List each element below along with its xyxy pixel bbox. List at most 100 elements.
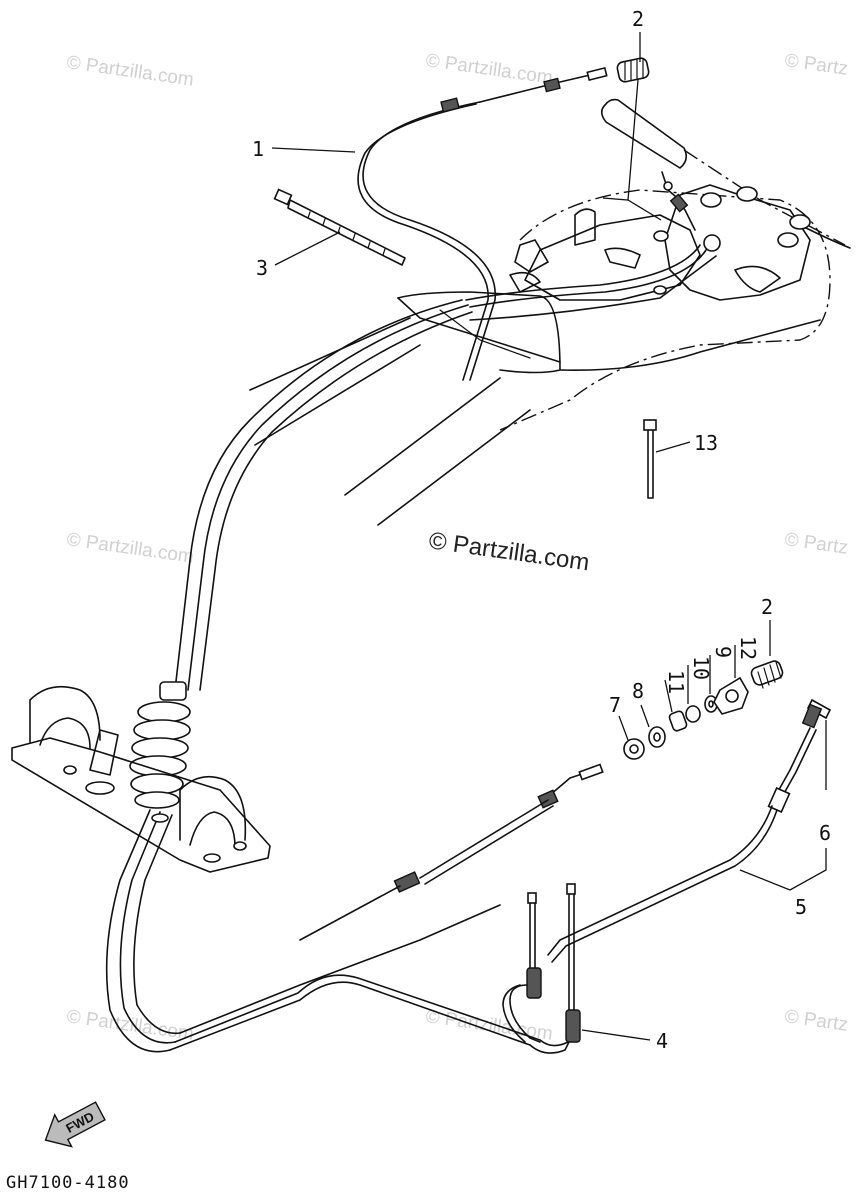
steering-bolt-3 bbox=[789, 214, 811, 230]
part-12-nut-hole bbox=[725, 689, 739, 703]
leader-5 bbox=[739, 869, 791, 891]
part-4-carb-cables bbox=[502, 883, 581, 1043]
small-tie-head bbox=[643, 419, 657, 431]
pedestal-hole-4 bbox=[233, 841, 247, 851]
leader-lines bbox=[271, 32, 827, 1041]
adjuster-body bbox=[616, 57, 650, 83]
callout-9: 9 bbox=[711, 646, 735, 658]
cable-deck-route-3 bbox=[469, 255, 717, 321]
cable-1-end-rod bbox=[479, 74, 591, 103]
watermark-bottom-right: © Partz bbox=[783, 1006, 849, 1036]
lever-bracket-hook bbox=[514, 239, 549, 273]
diagram-code: GH7100-4180 bbox=[6, 1173, 130, 1193]
long-cable-bundle bbox=[105, 299, 576, 1054]
lower-cable-run-2 bbox=[424, 805, 554, 885]
hull-panel-crease bbox=[439, 309, 531, 359]
hull-left-line-2 bbox=[254, 344, 421, 446]
cable-1-fitting bbox=[543, 77, 561, 93]
part-7-washer-hole bbox=[629, 744, 639, 754]
cable-1-upper-loop bbox=[362, 101, 496, 381]
part-3-cable-tie bbox=[273, 188, 406, 266]
carb-cable-left-rod bbox=[529, 902, 536, 971]
watermark-top-left: © Partzilla.com bbox=[65, 52, 195, 91]
fwd-arrow: FWD bbox=[44, 1101, 106, 1148]
pedestal-slot-1 bbox=[85, 781, 115, 795]
boot-ring-6 bbox=[134, 791, 180, 809]
callout-11: 11 bbox=[664, 670, 688, 694]
callout-13: 13 bbox=[694, 431, 718, 455]
part-2-adjuster-lower bbox=[750, 660, 784, 686]
cable-deck-route-2 bbox=[469, 249, 707, 308]
carb-cable-right-fitting bbox=[565, 1009, 581, 1043]
choke-cable-run-2 bbox=[551, 809, 778, 963]
carb-cable-left-tip bbox=[527, 892, 537, 904]
pedestal-hole-2 bbox=[151, 813, 169, 823]
throttle-cable-adjuster bbox=[669, 193, 689, 213]
cable-lower-hook-1 bbox=[529, 1029, 576, 1054]
pedestal-base-plate bbox=[11, 737, 271, 873]
cable-lower-hook-2 bbox=[539, 1039, 569, 1047]
callout-3: 3 bbox=[256, 256, 268, 280]
carb-cable-left-hook-2 bbox=[502, 984, 526, 1043]
part-2-lower-threads bbox=[757, 661, 782, 689]
callout-5: 5 bbox=[795, 895, 807, 919]
carb-cable-left-hook bbox=[509, 984, 541, 1043]
part-13-cable-tie bbox=[643, 419, 657, 499]
cable-lower-left-3 bbox=[133, 814, 181, 1035]
lever-bracket-clip bbox=[509, 271, 541, 293]
lever-bracket-slot bbox=[604, 247, 641, 269]
part-9-washer-hole bbox=[708, 700, 714, 708]
choke-cable-upper bbox=[775, 727, 811, 796]
leader-8 bbox=[640, 704, 650, 728]
fwd-arrow-icon bbox=[44, 1101, 106, 1148]
watermark-center: © Partzilla.com bbox=[427, 527, 591, 576]
cable-lower-run-2 bbox=[174, 974, 541, 1043]
part-2-adjuster-top bbox=[616, 57, 650, 83]
callout-7: 7 bbox=[609, 693, 621, 717]
steering-head-recess bbox=[734, 265, 781, 293]
part-10-collar bbox=[685, 705, 701, 723]
lower-pedestal bbox=[11, 685, 271, 873]
callout-6: 6 bbox=[819, 821, 831, 845]
steering-bolt-1 bbox=[700, 192, 722, 208]
leader-11 bbox=[664, 679, 673, 713]
throttle-cable-ferrule bbox=[663, 181, 673, 191]
watermark-group: © Partzilla.com © Partzilla.com © Partz … bbox=[65, 50, 849, 1045]
part-5-choke-cable bbox=[547, 698, 832, 963]
pedestal-hole-1 bbox=[63, 765, 77, 775]
cable-guide-ring bbox=[703, 234, 721, 252]
choke-knob-body bbox=[801, 703, 823, 729]
pedestal-hole-3 bbox=[203, 853, 221, 863]
hull-front-edge bbox=[397, 297, 561, 363]
hull-dashed-edge bbox=[499, 189, 831, 431]
steering-bolt-2 bbox=[736, 186, 758, 202]
lower-cable-run-1 bbox=[419, 799, 549, 879]
cable-1-upper-loop-inner bbox=[357, 103, 489, 381]
cable-tie-teeth bbox=[307, 211, 386, 256]
cable-bundle-3 bbox=[199, 311, 473, 691]
watermark-bottom-left: © Partzilla.com bbox=[65, 1006, 195, 1045]
choke-cable-upper-2 bbox=[781, 729, 817, 798]
lower-throttle-cable bbox=[299, 763, 604, 941]
lever-bracket-stud bbox=[653, 285, 667, 295]
cable-lower-run-3 bbox=[179, 904, 501, 1034]
cable-bundle-1 bbox=[174, 299, 463, 691]
callout-4: 4 bbox=[656, 1029, 668, 1053]
choke-cable-fitting bbox=[767, 786, 791, 814]
callout-2-top: 2 bbox=[632, 7, 644, 31]
part-11-bushing bbox=[668, 710, 688, 732]
adjuster-stack bbox=[623, 660, 784, 760]
handlebar-assembly bbox=[600, 98, 851, 301]
leader-2-top-branch-b bbox=[627, 199, 662, 221]
hull-left-line-3 bbox=[344, 377, 501, 496]
carb-cable-left-fitting bbox=[526, 967, 542, 999]
steering-head-plate bbox=[664, 184, 811, 301]
steering-bolt-4 bbox=[777, 232, 799, 248]
handlebar-bar-dashed bbox=[683, 149, 846, 246]
leader-1 bbox=[271, 147, 356, 153]
hull-front-panel bbox=[397, 291, 561, 374]
watermark-mid-right: © Partz bbox=[783, 529, 849, 559]
boot-ring-3 bbox=[131, 737, 189, 759]
watermark-top-right: © Partz bbox=[783, 50, 849, 80]
